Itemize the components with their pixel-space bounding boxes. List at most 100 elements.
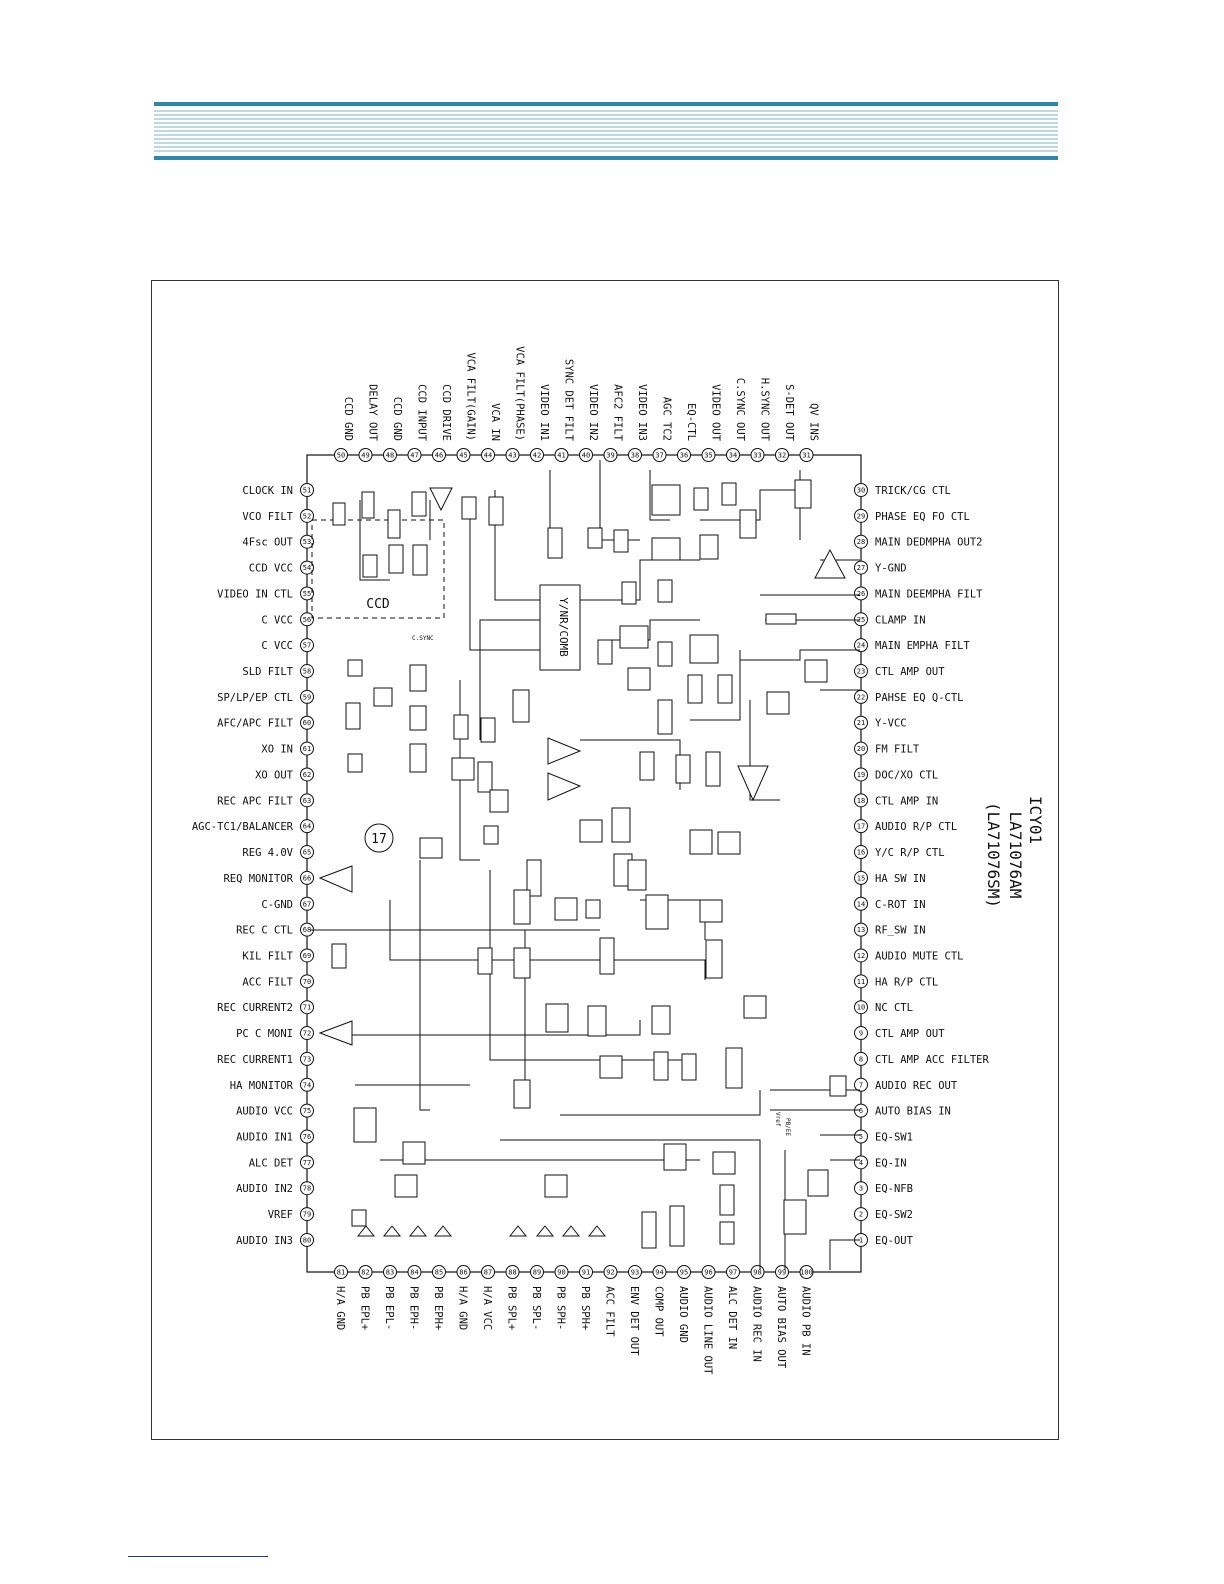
pin-label: H/A GND <box>334 1286 346 1330</box>
pin-number: 19 <box>857 771 865 779</box>
pin-circle <box>701 1265 716 1279</box>
pin-label: REG 4.0V <box>242 847 293 859</box>
page-ref-circle <box>364 823 394 853</box>
pin-label: CCD VCC <box>249 563 293 575</box>
pin-label: AUDIO LINE OUT <box>702 1286 714 1375</box>
pin-label: VIDEO IN3 <box>636 384 648 441</box>
pin-number: 35 <box>704 452 712 460</box>
pin-number: 64 <box>303 823 311 831</box>
chip-ref: ICY01 <box>1026 796 1045 844</box>
pin-67: 67C-GND <box>261 896 314 911</box>
pin-number: 79 <box>303 1211 311 1219</box>
pin-number: 82 <box>361 1269 369 1277</box>
pin-circle <box>300 1103 314 1118</box>
pin-number: 44 <box>484 452 492 460</box>
pin-number: 26 <box>857 590 865 598</box>
pin-number: 100 <box>800 1269 813 1277</box>
pin-number: 41 <box>557 452 565 460</box>
pin-number: 84 <box>410 1269 418 1277</box>
pin-circle <box>854 845 868 860</box>
pin-label: 4Fsc OUT <box>242 537 293 549</box>
pin-label: SLD FILT <box>242 666 293 678</box>
pin-circle <box>334 448 348 462</box>
footer-rule <box>128 1556 268 1557</box>
ic-outline <box>306 454 862 1273</box>
pin-number: 40 <box>582 452 590 460</box>
pin-circle <box>854 1155 868 1170</box>
ccd-region <box>311 519 445 619</box>
pin-label: REC CURRENT1 <box>217 1054 293 1066</box>
pin-number: 8 <box>859 1055 863 1063</box>
pin-label: H.SYNC OUT <box>759 378 771 442</box>
pin-number: 39 <box>606 452 614 460</box>
pin-number: 47 <box>410 452 418 460</box>
pin-circle <box>300 534 314 549</box>
pin-53: 53 4Fsc OUT <box>242 534 314 549</box>
pin-label: REQ MONITOR <box>223 873 293 885</box>
pin-circle <box>300 1181 314 1196</box>
pin-number: 61 <box>303 745 311 753</box>
pin-number: 1 <box>859 1236 863 1244</box>
pin-label: PAHSE EQ Q-CTL <box>875 692 964 704</box>
y-nr-comb-block <box>539 584 581 671</box>
pin-label: EQ-IN <box>875 1157 907 1169</box>
pin-circle <box>383 448 397 462</box>
pin-34: 34C.SYNC OUT <box>726 378 746 462</box>
pin-circle <box>579 448 593 462</box>
pin-circle <box>300 896 314 911</box>
pin-number: 7 <box>859 1081 863 1089</box>
pin-81: 81H/A GND <box>334 1265 348 1330</box>
pin-circle <box>677 1265 691 1279</box>
pin-number: 95 <box>680 1269 688 1277</box>
pin-number: 63 <box>303 797 311 805</box>
pin-label: HA MONITOR <box>230 1080 294 1092</box>
pin-label: SP/LP/EP CTL <box>217 692 293 704</box>
pin-label: C VCC <box>261 640 293 652</box>
pin-number: 13 <box>857 926 865 934</box>
pin-circle <box>481 448 495 462</box>
pin-label: PC C MONI <box>236 1028 293 1040</box>
pin-circle <box>775 448 789 462</box>
pin-circle <box>799 448 814 462</box>
pin-number: 51 <box>303 487 311 495</box>
pin-label: DELAY OUT <box>367 384 379 442</box>
pin-circle <box>854 638 868 653</box>
pin-circle <box>854 1000 868 1015</box>
pin-number: 28 <box>857 538 865 546</box>
pin-number: 80 <box>303 1236 311 1244</box>
pin-number: 37 <box>655 452 663 460</box>
pin-circle <box>854 664 868 679</box>
pin-number: 12 <box>857 952 865 960</box>
pin-number: 53 <box>303 538 311 546</box>
pin-circle <box>799 1265 814 1279</box>
pin-label: H/A VCC <box>481 1286 493 1330</box>
